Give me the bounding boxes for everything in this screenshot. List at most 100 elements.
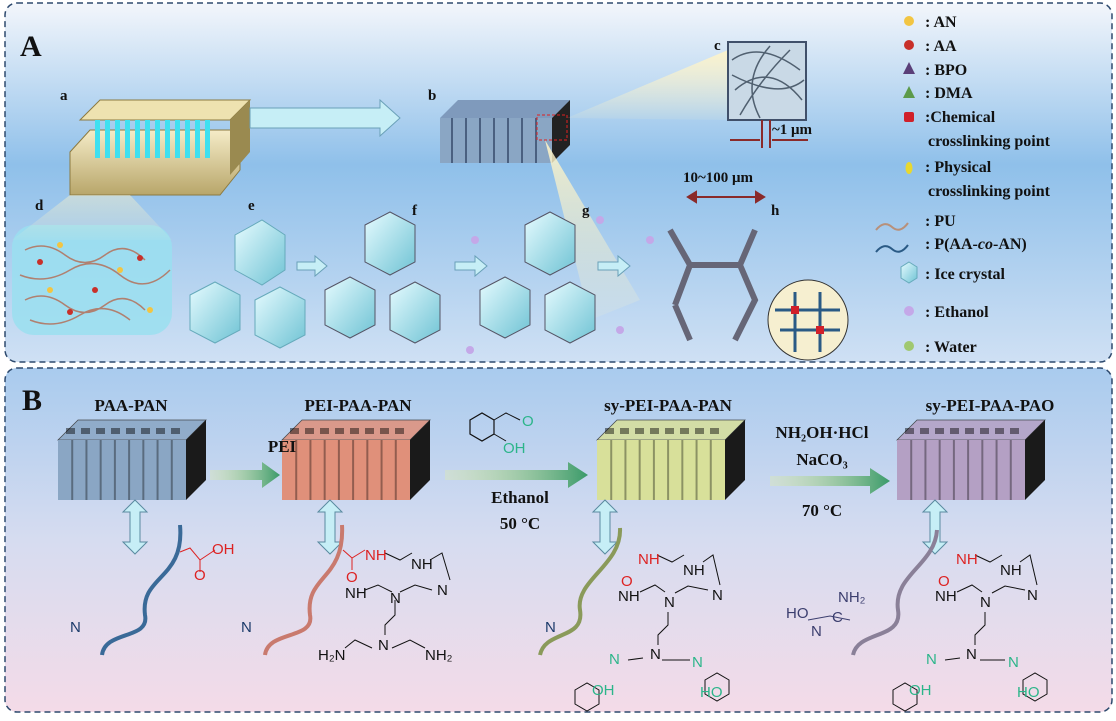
legend-label: :Chemical: [925, 109, 996, 126]
water-sphere-icon: [904, 341, 914, 351]
svg-text:N: N: [609, 651, 620, 668]
svg-text:NH: NH: [618, 588, 640, 605]
svg-text:O: O: [194, 567, 206, 584]
svg-text:N: N: [650, 646, 661, 663]
stage-f: [324, 211, 441, 344]
reaction-arrow-2: [445, 462, 588, 488]
panel-a-label: A: [20, 30, 42, 63]
stage-e: [189, 219, 306, 349]
step1-reagent: PEI: [268, 437, 297, 456]
sublabel-b: b: [428, 88, 436, 104]
scaffold-block-4: [896, 419, 1046, 500]
sublabel-d: d: [35, 198, 44, 214]
panel-b-label: B: [22, 384, 42, 417]
svg-text:N: N: [926, 651, 937, 668]
yellow-sphere-icon: [904, 16, 914, 26]
chem-structure-sy-pei-paa-pan: NH O NH NH N N N N N OH HO N: [545, 551, 723, 701]
svg-text:NH: NH: [638, 551, 660, 568]
chem-structure-sy-pei-paa-pao: NH O NH NH N N N N N OH HO HO N C NH₂: [786, 551, 1040, 701]
legend-label: crosslinking point: [928, 133, 1051, 150]
svg-text:N: N: [1027, 587, 1038, 604]
fiber-network-c: [727, 41, 807, 121]
legend-label: : BPO: [925, 62, 967, 79]
legend-label: : P(AA-co-AN): [925, 236, 1027, 253]
svg-text:NH: NH: [1000, 562, 1022, 579]
zoom-cone-h: [545, 140, 640, 320]
svg-text:N: N: [241, 619, 252, 636]
double-arrows: [121, 499, 949, 555]
svg-text:NH: NH: [411, 556, 433, 573]
legend-label: : AN: [925, 14, 957, 31]
scale-bar-small: [730, 120, 808, 148]
legend-label: : AA: [925, 38, 957, 55]
svg-text:NH: NH: [345, 585, 367, 602]
legend-label: : Water: [925, 339, 977, 356]
legend: : AN : AA : BPO : DMA :Chemical crosslin…: [875, 14, 1051, 356]
stage-g: [479, 211, 596, 344]
svg-text:N: N: [811, 623, 822, 640]
scale-small-label: ~1 μm: [772, 122, 813, 138]
svg-text:HO: HO: [786, 605, 809, 622]
sublabel-g: g: [582, 203, 590, 219]
polymer-chains: [100, 524, 939, 656]
svg-text:HO: HO: [1017, 684, 1040, 701]
legend-label: : DMA: [925, 85, 973, 102]
salicylaldehyde-structure: O OH: [469, 412, 534, 457]
pu-wave-icon: [875, 222, 909, 231]
svg-text:NH: NH: [956, 551, 978, 568]
process-arrow-icon: [249, 98, 401, 138]
svg-text:OH: OH: [909, 682, 932, 699]
svg-text:N: N: [70, 619, 81, 636]
step3-temp: 70 °C: [802, 501, 842, 520]
purple-triangle-icon: [903, 62, 915, 74]
step3-reagent1: NH₂OH·HCl: [776, 423, 869, 442]
svg-text:OH: OH: [503, 440, 526, 457]
stage-title: sy-PEI-PAA-PAO: [926, 396, 1055, 415]
step2-temp: 50 °C: [500, 514, 540, 533]
svg-text:H₂N: H₂N: [318, 647, 346, 664]
panel-b-frame: [4, 367, 1113, 713]
sublabel-f: f: [412, 203, 418, 219]
green-triangle-icon: [903, 86, 915, 98]
svg-text:NH₂: NH₂: [425, 647, 453, 664]
scale-bar-large: [686, 190, 766, 204]
ice-crystal-stages: [189, 211, 849, 361]
svg-text:NH₂: NH₂: [838, 589, 866, 606]
ethanol-sphere-icon: [904, 306, 914, 316]
svg-text:OH: OH: [212, 541, 235, 558]
svg-text:N: N: [1008, 654, 1019, 671]
zoom-cone: [567, 50, 728, 120]
yellow-ellipse-icon: [905, 162, 913, 174]
scaffold-block-1: [57, 419, 207, 500]
copolymer-wave-icon: [875, 244, 909, 253]
sublabel-e: e: [248, 198, 255, 214]
svg-text:N: N: [980, 594, 991, 611]
red-square-icon: [904, 112, 914, 122]
svg-text:O: O: [522, 413, 534, 430]
chem-structure-pei-paa-pan: NH O NH NH N N N H₂N NH₂ N: [241, 547, 453, 664]
legend-label: : Physical: [925, 159, 992, 176]
step2-solvent: Ethanol: [491, 488, 549, 507]
svg-text:NH: NH: [935, 588, 957, 605]
ice-crystal-icon: [900, 261, 918, 284]
svg-text:O: O: [346, 569, 358, 586]
legend-label: : Ethanol: [925, 304, 989, 321]
sublabel-a: a: [60, 88, 68, 104]
scaffold-block-3: [596, 419, 746, 500]
red-sphere-icon: [904, 40, 914, 50]
precursor-solution-d: [12, 225, 172, 335]
reaction-arrow-3: [770, 468, 890, 494]
chem-structure-paa-pan: OH O N: [70, 541, 235, 636]
zoom-cone-d: [12, 195, 172, 240]
svg-text:NH: NH: [365, 547, 387, 564]
svg-text:N: N: [692, 654, 703, 671]
stage-title: PEI-PAA-PAN: [304, 396, 412, 415]
legend-label: : Ice crystal: [925, 266, 1006, 283]
svg-text:HO: HO: [700, 684, 723, 701]
svg-text:NH: NH: [683, 562, 705, 579]
svg-text:N: N: [378, 637, 389, 654]
svg-text:N: N: [664, 594, 675, 611]
bond-lines: [179, 547, 1048, 712]
scaffold-b-illustration: [440, 100, 570, 163]
